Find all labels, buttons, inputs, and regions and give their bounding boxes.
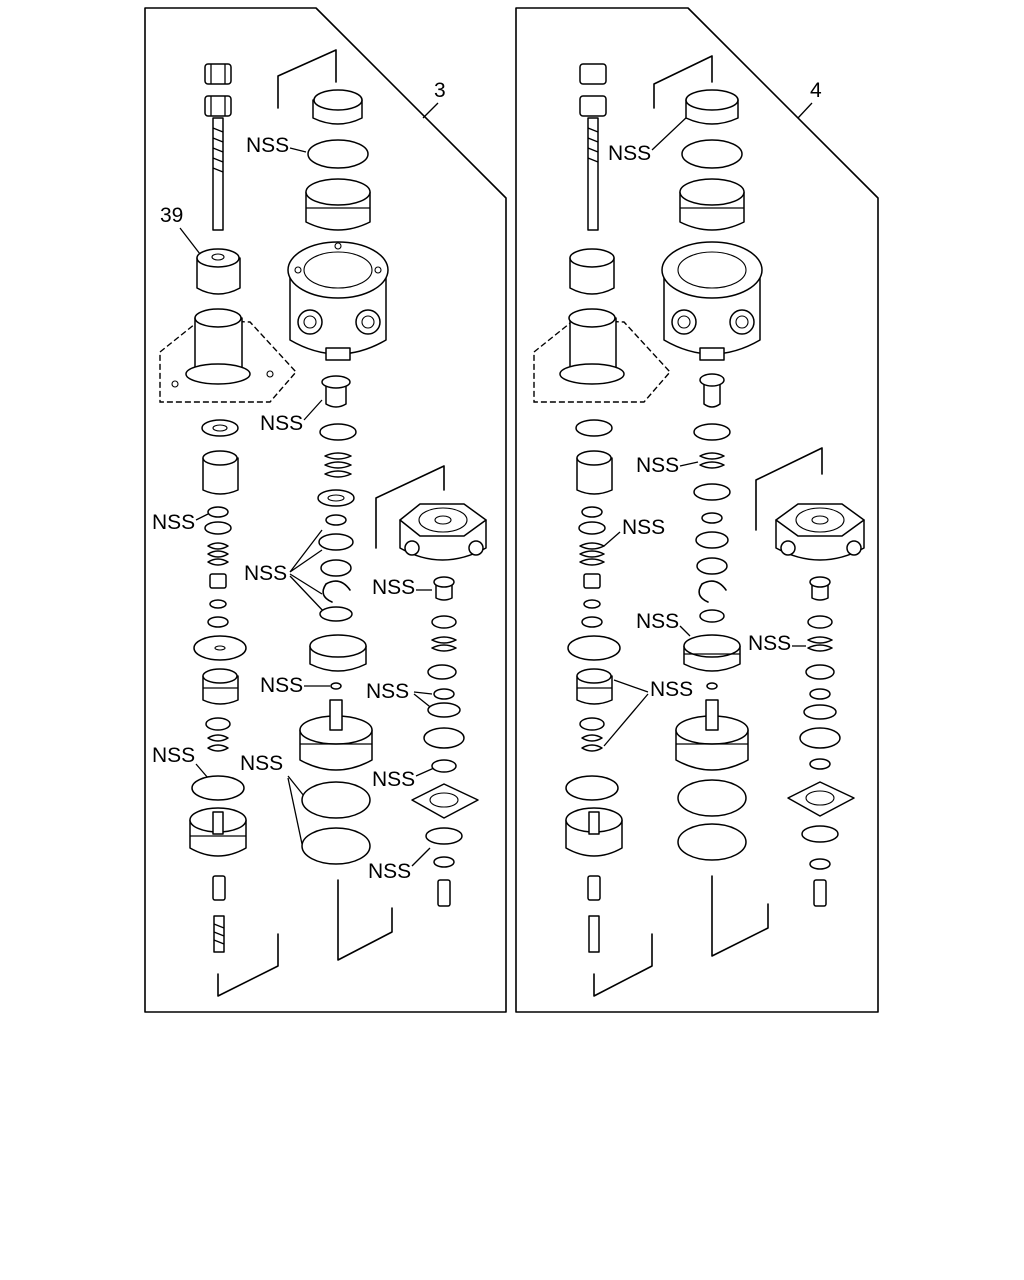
spring-small xyxy=(207,542,229,566)
nut-lower xyxy=(204,95,232,117)
piston-a xyxy=(189,807,247,857)
label-nss-1: NSS xyxy=(152,511,195,534)
piston-b xyxy=(299,699,373,771)
diaphragm-a xyxy=(191,775,245,801)
bracket-line-a xyxy=(217,933,279,997)
ring-mid xyxy=(309,634,367,672)
label-nss-4a: NSS xyxy=(622,516,665,539)
sleeve xyxy=(202,450,239,495)
nut-top xyxy=(204,63,232,85)
pin xyxy=(212,875,226,901)
bolt-a xyxy=(213,915,225,953)
bushing-b xyxy=(433,576,455,601)
valve-body-4 xyxy=(661,241,763,361)
bracket-line-b xyxy=(337,879,393,961)
piston-b-4 xyxy=(675,699,749,771)
label-nss-11: NSS xyxy=(368,860,411,883)
spring-medium xyxy=(202,668,239,705)
stud-rod xyxy=(212,117,224,231)
label-nss-5: NSS xyxy=(244,562,287,585)
piston-ring xyxy=(305,178,371,231)
cap-part-39 xyxy=(196,248,241,295)
screw-a xyxy=(437,879,451,907)
label-nss-4d: NSS xyxy=(636,454,679,477)
panel-4-frame xyxy=(515,7,879,1013)
label-nss-4f: NSS xyxy=(748,632,791,655)
panel-3-frame xyxy=(144,7,507,1013)
stud-bolt-assembly xyxy=(204,63,232,231)
bushing-a-4 xyxy=(699,373,725,408)
spring-medium-4 xyxy=(576,668,613,705)
bracket-line-top xyxy=(277,49,337,109)
bushing-a xyxy=(321,375,351,408)
panel-3: 3 39 NSS xyxy=(144,7,507,1013)
label-nss-3: NSS xyxy=(246,134,289,157)
ring-top xyxy=(312,89,363,125)
mounting-bracket-4 xyxy=(533,308,671,403)
piston-a-4 xyxy=(565,807,623,857)
piston-ring-4 xyxy=(679,178,745,231)
diaphragm-c xyxy=(301,827,371,865)
ring-mid-4 xyxy=(683,634,741,672)
cover-plate-3 xyxy=(411,783,479,819)
label-39: 39 xyxy=(160,204,183,227)
o-ring-top xyxy=(307,139,369,169)
cover-plate-4 xyxy=(787,781,855,817)
sub-housing-3 xyxy=(399,503,487,561)
bushing-b-4 xyxy=(809,576,831,601)
label-nss-4b: NSS xyxy=(650,678,693,701)
panel-4-number-leader xyxy=(797,102,813,119)
stud-bolt-assembly-4 xyxy=(579,63,607,231)
valve-body-3 xyxy=(287,241,389,361)
label-nss-4: NSS xyxy=(260,412,303,435)
label-nss-10: NSS xyxy=(372,768,415,791)
ring-top-4 xyxy=(685,89,739,125)
label-nss-7: NSS xyxy=(240,752,283,775)
cap-part-4 xyxy=(569,248,615,295)
sub-housing-4 xyxy=(775,503,865,561)
label-nss-6: NSS xyxy=(260,674,303,697)
panel-3-number-leader xyxy=(422,102,439,119)
panel-4-number: 4 xyxy=(810,79,822,102)
diaphragm-b xyxy=(301,781,371,819)
label-nss-4c: NSS xyxy=(608,142,651,165)
label-nss-8: NSS xyxy=(372,576,415,599)
label-nss-2: NSS xyxy=(152,744,195,767)
panel-3-number: 3 xyxy=(434,79,446,102)
label-nss-9: NSS xyxy=(366,680,409,703)
panel-4: 4 NSS xyxy=(515,7,879,1013)
bracket-line-right xyxy=(375,465,445,549)
mounting-bracket xyxy=(159,308,297,403)
snap-ring xyxy=(322,580,351,603)
label-nss-4e: NSS xyxy=(636,610,679,633)
